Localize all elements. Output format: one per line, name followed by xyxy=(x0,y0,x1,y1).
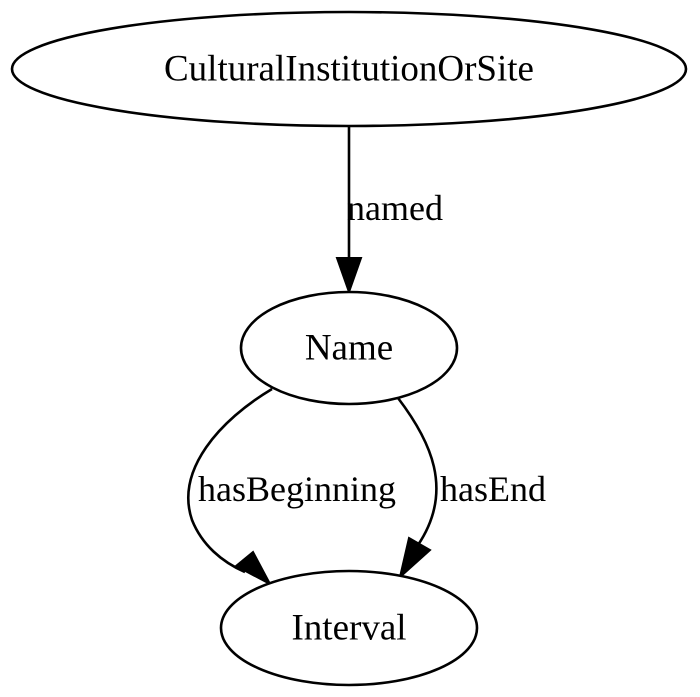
node-name: Name xyxy=(239,290,459,406)
edge-named: named xyxy=(335,127,443,296)
edge-has-beginning-label: hasBeginning xyxy=(198,469,396,509)
node-interval-label: Interval xyxy=(291,608,406,649)
node-cultural-institution-or-site-label: CulturalInstitutionOrSite xyxy=(164,49,534,90)
edge-has-beginning-line xyxy=(187,387,273,574)
node-interval: Interval xyxy=(219,569,479,687)
edge-has-end-line xyxy=(396,397,438,546)
node-cultural-institution-or-site: CulturalInstitutionOrSite xyxy=(10,10,688,128)
node-name-ellipse xyxy=(239,290,459,406)
edge-has-end: hasEnd xyxy=(396,397,546,580)
edge-has-end-arrowhead xyxy=(398,536,432,580)
node-interval-ellipse xyxy=(219,569,479,687)
edge-named-label: named xyxy=(347,188,443,228)
node-name-label: Name xyxy=(305,328,393,369)
node-cultural-institution-or-site-ellipse xyxy=(10,10,688,128)
edge-named-arrowhead xyxy=(335,257,363,296)
edge-has-end-label: hasEnd xyxy=(440,469,546,509)
edge-has-beginning-arrowhead xyxy=(234,550,273,587)
edge-has-beginning: hasBeginning xyxy=(187,387,396,587)
